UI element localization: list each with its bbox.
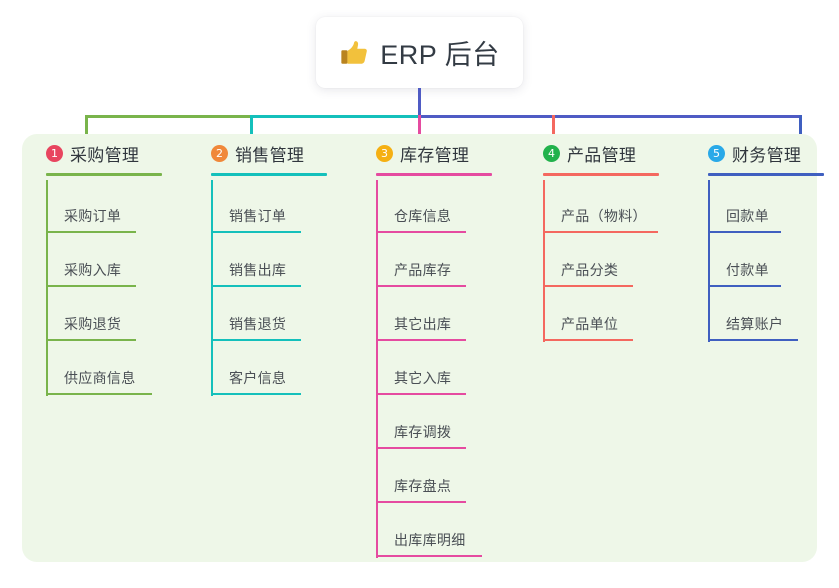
item-spine bbox=[708, 180, 710, 234]
diagram-title-card[interactable]: ERP 后台 bbox=[316, 17, 523, 88]
column-header-rule-4 bbox=[543, 173, 659, 176]
item-rule bbox=[376, 231, 466, 233]
column-4: 4 产品管理产品（物料） 产品分类产品单位 bbox=[527, 140, 659, 342]
item-label: 产品（物料） bbox=[561, 208, 647, 224]
item-spine bbox=[46, 288, 48, 342]
item-rule bbox=[708, 339, 798, 341]
item-rule bbox=[543, 285, 633, 287]
item-rule bbox=[376, 501, 466, 503]
item-spine bbox=[46, 180, 48, 234]
item-label: 付款单 bbox=[726, 262, 769, 278]
item-spine bbox=[543, 180, 545, 234]
item-spine bbox=[708, 288, 710, 342]
item-rule bbox=[211, 339, 301, 341]
item-rule bbox=[708, 285, 781, 287]
column-badge-4: 4 bbox=[543, 144, 560, 162]
item-label: 采购退货 bbox=[64, 316, 122, 332]
item-label: 结算账户 bbox=[726, 316, 784, 332]
item-label: 产品库存 bbox=[394, 262, 452, 278]
column-title-4: 产品管理 bbox=[567, 145, 637, 165]
column-title-1: 采购管理 bbox=[70, 145, 140, 165]
column-title-2: 销售管理 bbox=[235, 145, 305, 165]
column-title-3: 库存管理 bbox=[400, 145, 470, 165]
item-spine bbox=[211, 234, 213, 288]
column-header-4[interactable]: 4 产品管理 bbox=[527, 140, 636, 166]
item-label: 产品单位 bbox=[561, 316, 619, 332]
item-label: 其它入库 bbox=[394, 370, 452, 386]
item-label: 采购订单 bbox=[64, 208, 122, 224]
item-rule bbox=[376, 339, 466, 341]
column-5: 5 财务管理回款单付款单结算账户 bbox=[692, 140, 824, 342]
item-label: 销售退货 bbox=[229, 316, 287, 332]
column-header-3[interactable]: 3 库存管理 bbox=[360, 140, 469, 166]
item-label: 产品分类 bbox=[561, 262, 619, 278]
item-spine bbox=[211, 342, 213, 396]
column-badge-1: 1 bbox=[46, 144, 63, 162]
item-rule bbox=[46, 393, 152, 395]
item-label: 供应商信息 bbox=[64, 370, 136, 386]
item-rule bbox=[376, 447, 466, 449]
item-label: 库存调拨 bbox=[394, 424, 452, 440]
item-spine bbox=[376, 288, 378, 342]
item-spine bbox=[376, 234, 378, 288]
item-label: 销售出库 bbox=[229, 262, 287, 278]
column-title-5: 财务管理 bbox=[732, 145, 802, 165]
item-label: 仓库信息 bbox=[394, 208, 452, 224]
item-spine bbox=[376, 396, 378, 450]
item-rule bbox=[46, 339, 136, 341]
item-label: 客户信息 bbox=[229, 370, 287, 386]
item-spine bbox=[376, 504, 378, 558]
item-spine bbox=[376, 180, 378, 234]
item-label: 回款单 bbox=[726, 208, 769, 224]
item-rule bbox=[376, 555, 482, 557]
column-header-1[interactable]: 1 采购管理 bbox=[30, 140, 139, 166]
item-label: 出库库明细 bbox=[394, 532, 466, 548]
item-rule bbox=[376, 393, 466, 395]
item-spine bbox=[376, 342, 378, 396]
page-title: ERP 后台 bbox=[380, 40, 500, 70]
diagram-panel bbox=[22, 134, 817, 562]
item-rule bbox=[376, 285, 466, 287]
item-spine bbox=[708, 234, 710, 288]
item-label: 销售订单 bbox=[229, 208, 287, 224]
column-2: 2 销售管理销售订单销售出库销售退货客户信息 bbox=[195, 140, 327, 396]
column-header-rule-1 bbox=[46, 173, 162, 176]
column-badge-3: 3 bbox=[376, 144, 393, 162]
item-spine bbox=[211, 180, 213, 234]
item-rule bbox=[543, 339, 633, 341]
item-spine bbox=[46, 342, 48, 396]
item-spine bbox=[543, 288, 545, 342]
item-spine bbox=[543, 234, 545, 288]
item-rule bbox=[211, 393, 301, 395]
item-rule bbox=[211, 285, 301, 287]
thumbs-up-icon bbox=[339, 38, 369, 68]
item-label: 库存盘点 bbox=[394, 478, 452, 494]
column-header-5[interactable]: 5 财务管理 bbox=[692, 140, 801, 166]
item-rule bbox=[543, 231, 658, 233]
item-rule bbox=[211, 231, 301, 233]
item-rule bbox=[708, 231, 781, 233]
item-spine bbox=[46, 234, 48, 288]
column-header-rule-5 bbox=[708, 173, 824, 176]
column-header-2[interactable]: 2 销售管理 bbox=[195, 140, 304, 166]
item-rule bbox=[46, 285, 136, 287]
column-header-rule-3 bbox=[376, 173, 492, 176]
item-label: 采购入库 bbox=[64, 262, 122, 278]
column-3: 3 库存管理仓库信息产品库存其它出库其它入库库存调拨库存盘点出库库明细 bbox=[360, 140, 492, 558]
column-badge-2: 2 bbox=[211, 144, 228, 162]
column-badge-5: 5 bbox=[708, 144, 725, 162]
item-spine bbox=[211, 288, 213, 342]
item-label: 其它出库 bbox=[394, 316, 452, 332]
item-spine bbox=[376, 450, 378, 504]
column-header-rule-2 bbox=[211, 173, 327, 176]
item-rule bbox=[46, 231, 136, 233]
column-1: 1 采购管理采购订单采购入库采购退货供应商信息 bbox=[30, 140, 162, 396]
